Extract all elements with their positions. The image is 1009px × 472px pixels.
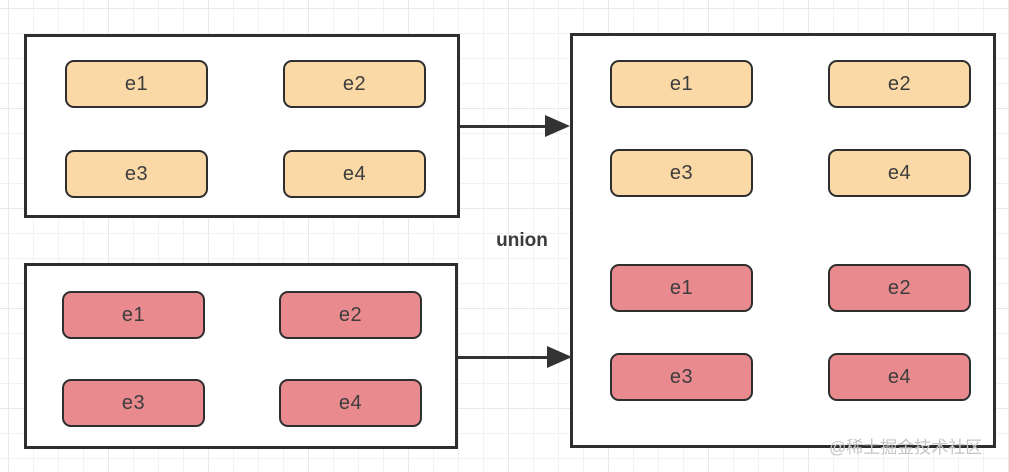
- result-pink-item-e3: e3: [610, 353, 753, 401]
- result-pink-item-e4: e4: [828, 353, 971, 401]
- union-result-container: e1 e2 e3 e4 e1 e2 e3 e4: [570, 33, 996, 448]
- result-yellow-item-e3: e3: [610, 149, 753, 197]
- arrow-bottom-line: [458, 355, 552, 359]
- set-a-container: e1 e2 e3 e4: [24, 34, 460, 218]
- result-yellow-item-e2: e2: [828, 60, 971, 108]
- arrow-top-head-icon: [545, 115, 570, 137]
- set-b-container: e1 e2 e3 e4: [24, 263, 458, 449]
- watermark-text: @稀土掘金技术社区: [829, 438, 983, 457]
- set-a-item-e4: e4: [283, 150, 426, 198]
- set-a-item-e2: e2: [283, 60, 426, 108]
- set-b-item-e3: e3: [62, 379, 205, 427]
- set-b-item-e1: e1: [62, 291, 205, 339]
- set-a-item-e3: e3: [65, 150, 208, 198]
- result-pink-item-e1: e1: [610, 264, 753, 312]
- result-yellow-item-e4: e4: [828, 149, 971, 197]
- arrow-bottom-head-icon: [547, 346, 572, 368]
- result-pink-item-e2: e2: [828, 264, 971, 312]
- union-operation-label: union: [496, 230, 548, 251]
- set-b-item-e4: e4: [279, 379, 422, 427]
- set-b-item-e2: e2: [279, 291, 422, 339]
- arrow-top-icon: [460, 114, 570, 138]
- set-a-item-e1: e1: [65, 60, 208, 108]
- arrow-top-line: [460, 124, 550, 128]
- arrow-bottom-icon: [458, 345, 572, 369]
- result-yellow-item-e1: e1: [610, 60, 753, 108]
